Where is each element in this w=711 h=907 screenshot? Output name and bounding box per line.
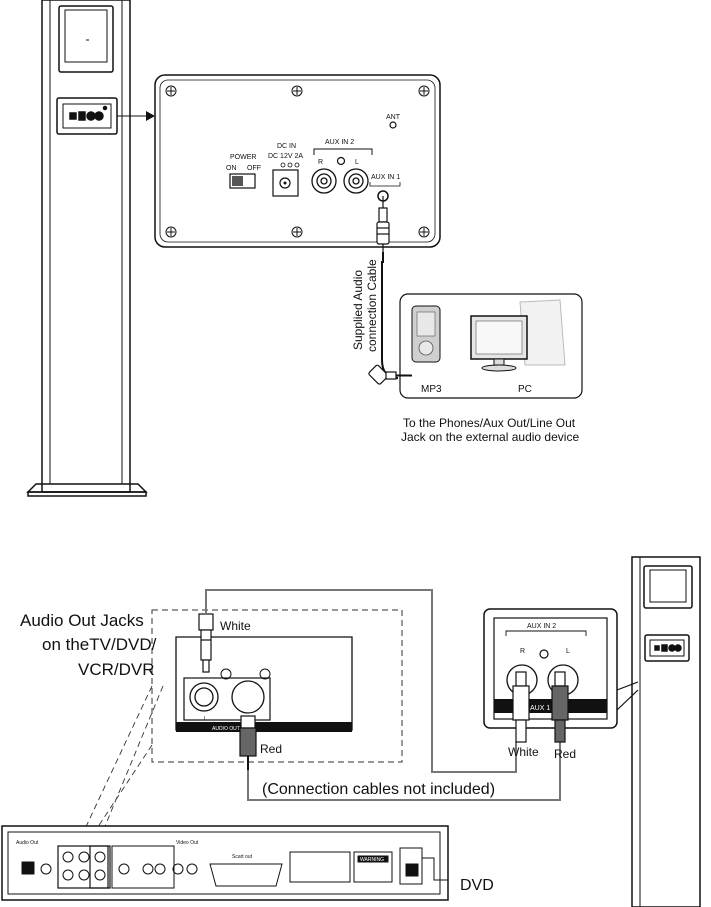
external-devices-box: MP3 PC	[399, 293, 583, 399]
aux-zoom-label: AUX IN 2	[527, 623, 556, 630]
audio-out-strip: AUDIO OUT	[212, 726, 240, 732]
white-plug-bottom	[512, 671, 530, 743]
aux-zoom-strip: AUX 1	[530, 705, 550, 712]
power-label: POWER	[230, 154, 256, 161]
white-cable	[205, 589, 517, 773]
mp3-label: MP3	[421, 384, 442, 395]
red-label-bottom: Red	[554, 747, 576, 761]
white-plug-top	[198, 613, 214, 673]
external-caption-line1: To the Phones/Aux Out/Line Out	[403, 416, 576, 430]
aux-zoom-r: R	[520, 648, 525, 655]
aux-zoom-l: L	[566, 648, 570, 655]
red-cable	[247, 742, 561, 801]
power-switch-knob	[232, 176, 243, 186]
dvd-jacks	[21, 845, 423, 889]
cable-end-plug	[368, 364, 412, 385]
aux-r-label: R	[318, 159, 323, 166]
pc-monitor-icon	[470, 299, 566, 372]
red-plug-bottom	[551, 671, 569, 743]
aux-in2-l-jack	[343, 168, 369, 194]
audio-out-l-jack	[189, 682, 219, 712]
tower-speaker-left	[26, 0, 148, 497]
audio-out-r-jack	[231, 680, 265, 714]
connection-note: (Connection cables not included)	[262, 781, 495, 798]
audio-cable	[381, 252, 399, 379]
rear-panel: ANT POWER ON OFF DC IN DC 12V 2A AUX IN …	[154, 74, 441, 248]
pc-label: PC	[518, 384, 532, 395]
dvd-player: Audio Out Video Out Scart out WARNING	[1, 825, 449, 901]
dvd-video-out-label: Video Out	[176, 840, 199, 846]
dvd-label: DVD	[460, 877, 494, 894]
power-on-label: ON	[226, 165, 237, 172]
panel-screws	[165, 85, 430, 238]
audio-out-label-line1: Audio Out Jacks	[20, 611, 144, 630]
dc-in-spec: DC 12V 2A	[268, 153, 303, 160]
dc-in-polarity-icon	[280, 162, 300, 168]
jack-l-label: L	[204, 716, 207, 722]
aux-in1-label: AUX IN 1	[371, 174, 400, 181]
red-label-top: Red	[260, 742, 282, 756]
dvd-audio-out-label: Audio Out	[16, 840, 39, 846]
power-switch[interactable]	[229, 173, 256, 189]
aux-cable-plug	[376, 196, 390, 252]
dvd-scart-out-label: Scart out	[232, 854, 253, 860]
aux-l-label: L	[355, 159, 359, 166]
dc-in-jack	[272, 169, 299, 197]
zoom-guides	[75, 685, 164, 849]
external-caption-line2: Jack on the external audio device	[401, 430, 579, 444]
white-label-bottom: White	[508, 745, 539, 759]
audio-out-panel: AUDIO OUT L R	[175, 636, 353, 732]
aux-in2-label: AUX IN 2	[325, 139, 354, 146]
ant-jack	[389, 121, 397, 129]
cable-label-line2: connection Cable	[365, 259, 379, 352]
tower-speaker-right	[631, 556, 701, 907]
mp3-player-icon	[411, 305, 441, 363]
audio-out-label-line3: VCR/DVR	[78, 660, 155, 679]
arrow-to-panel	[117, 111, 155, 121]
aux-in2-r-jack	[311, 168, 337, 194]
dc-in-label: DC IN	[277, 143, 296, 150]
red-plug-top	[239, 715, 257, 770]
dvd-warning-label: WARNING	[360, 857, 384, 863]
power-off-label: OFF	[247, 165, 261, 172]
cable-label-line1: Supplied Audio	[351, 270, 365, 350]
zoom-box-audio-out	[151, 609, 403, 763]
audio-out-label-line2: on theTV/DVD/	[42, 635, 157, 654]
ant-label: ANT	[386, 114, 401, 121]
white-label-top: White	[220, 619, 251, 633]
